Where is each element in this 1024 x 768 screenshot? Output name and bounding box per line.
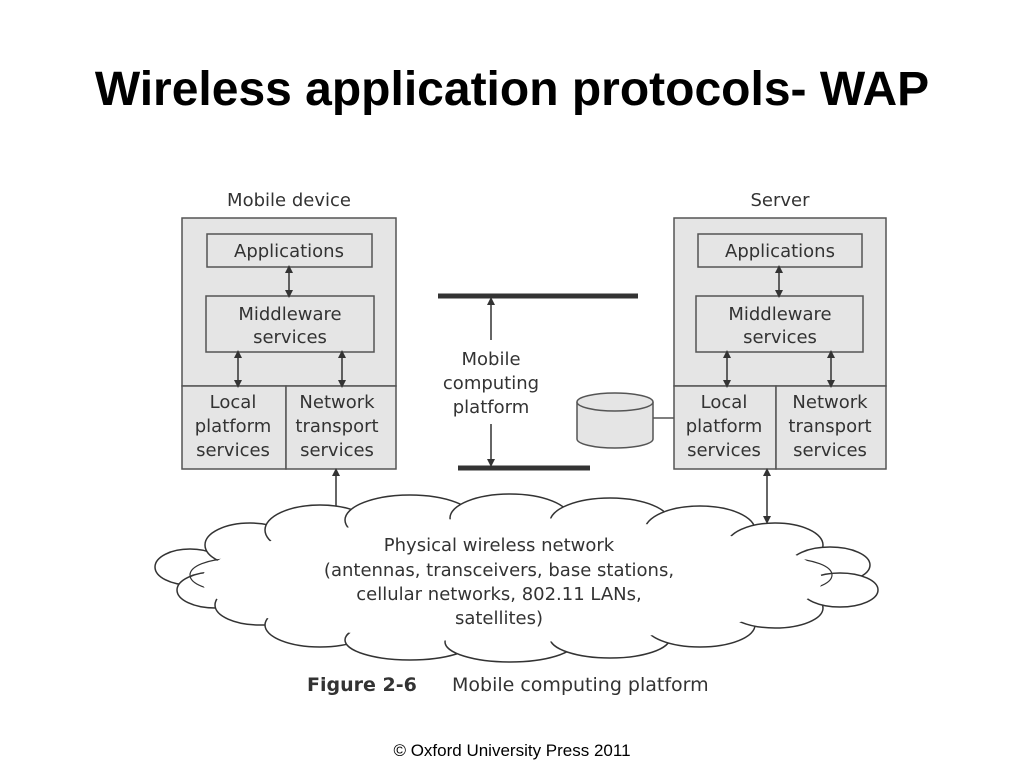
server-local-platform-box	[673, 385, 777, 470]
server-middleware-line-2: services	[743, 327, 817, 348]
server-applications-label: Applications	[725, 241, 835, 262]
server-stack: Server Applications Middleware services …	[673, 190, 887, 524]
mobile-middleware-line-1: Middleware	[238, 304, 341, 325]
slide-title: Wireless application protocols- WAP	[94, 63, 930, 116]
mobile-device-stack: Mobile device Applications Middleware se…	[181, 190, 397, 520]
mobile-network-transport-box	[285, 385, 397, 470]
mobile-local-line-3: services	[196, 440, 270, 461]
server-network-line-1: Network	[792, 392, 868, 413]
server-middleware-line-1: Middleware	[728, 304, 831, 325]
mobile-local-line-1: Local	[210, 392, 257, 413]
database-icon	[576, 392, 674, 449]
network-line-4: satellites)	[455, 608, 543, 629]
figure-caption-number: Figure 2-6	[307, 674, 417, 696]
mobile-network-line-1: Network	[299, 392, 375, 413]
mobile-local-line-2: platform	[195, 416, 271, 437]
server-network-line-3: services	[793, 440, 867, 461]
mobile-applications-box	[206, 233, 373, 268]
mobile-network-line-3: services	[300, 440, 374, 461]
mobile-applications-label: Applications	[234, 241, 344, 262]
network-line-1: Physical wireless network	[384, 535, 615, 556]
server-local-line-2: platform	[686, 416, 762, 437]
figure-caption-text: Mobile computing platform	[452, 674, 709, 696]
platform-label-line-1: Mobile	[461, 349, 520, 370]
mobile-local-platform-box	[181, 385, 287, 470]
network-line-2: (antennas, transceivers, base stations,	[324, 560, 674, 581]
mobile-network-line-2: transport	[295, 416, 378, 437]
copyright-footer: © Oxford University Press 2011	[393, 741, 631, 760]
server-applications-box	[697, 233, 863, 268]
wireless-network-cloud: Physical wireless network (antennas, tra…	[154, 493, 879, 663]
server-network-line-2: transport	[788, 416, 871, 437]
platform-label-line-3: platform	[453, 397, 529, 418]
network-line-3: cellular networks, 802.11 LANs,	[356, 584, 641, 605]
mobile-device-label: Mobile device	[227, 190, 351, 211]
server-middleware-box	[695, 295, 864, 353]
server-label: Server	[750, 190, 810, 211]
server-local-line-3: services	[687, 440, 761, 461]
mobile-computing-platform-span: Mobile computing platform	[438, 293, 638, 471]
platform-label-line-2: computing	[443, 373, 539, 394]
mobile-middleware-box	[205, 295, 375, 353]
mobile-middleware-line-2: services	[253, 327, 327, 348]
server-local-line-1: Local	[701, 392, 748, 413]
server-network-transport-box	[775, 385, 887, 470]
